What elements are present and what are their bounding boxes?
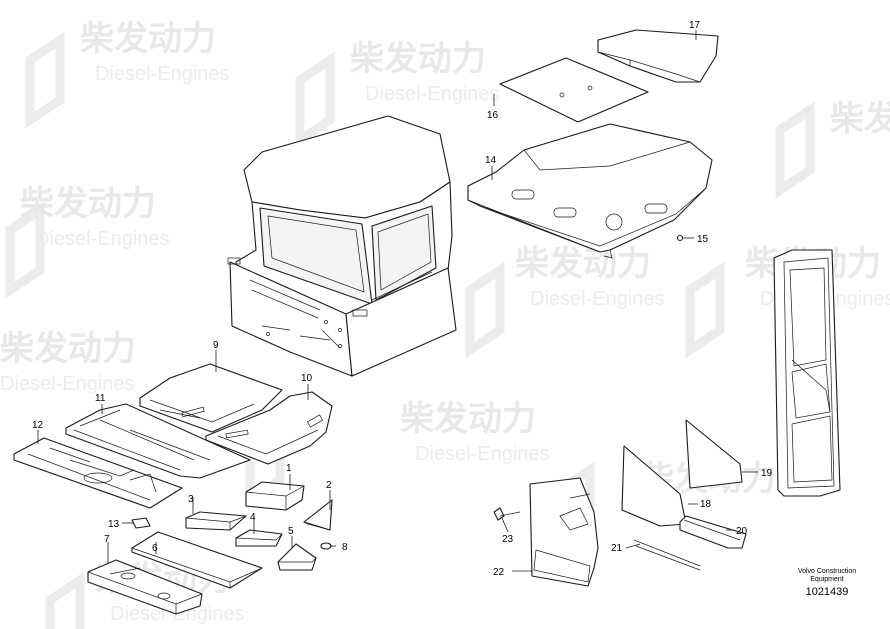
callout-15: 15 <box>697 234 709 245</box>
watermark-layer: 柴发动力 Diesel-Engines 柴发动力 Diesel-Engines … <box>0 20 890 629</box>
callout-13: 13 <box>108 519 120 530</box>
part-9-floor-mat <box>139 363 283 433</box>
callout-5: 5 <box>288 526 294 537</box>
floor-mats <box>13 363 333 509</box>
door-frame-seal <box>773 249 841 497</box>
manufacturer-line-1: Volvo Construction <box>797 568 857 575</box>
part-17-roof-insulation <box>597 29 719 83</box>
callout-10: 10 <box>301 373 313 384</box>
cab-assembly <box>227 115 457 377</box>
part-7-floor-plate <box>87 559 203 615</box>
watermark-logo-icon <box>465 261 505 359</box>
callout-21: 21 <box>611 543 623 554</box>
part-15-screw <box>676 234 684 242</box>
part-18-panel <box>621 445 687 527</box>
callout-16: 16 <box>487 110 499 121</box>
part-2-triangle-pad <box>303 499 333 531</box>
part-8-clip <box>320 542 332 550</box>
watermark-logo-icon <box>775 101 815 199</box>
watermark-logo-icon <box>45 571 85 629</box>
part-6-board <box>131 531 263 589</box>
part-1-insulation-block <box>245 481 305 511</box>
side-panels <box>493 419 747 587</box>
callout-4: 4 <box>250 512 256 523</box>
callout-labels: 1 2 3 4 5 6 7 8 9 10 11 12 13 14 15 16 1… <box>32 20 773 578</box>
watermark-8: 柴发动力 Diesel-Engines <box>0 330 136 395</box>
watermark-logo-icon <box>5 201 45 299</box>
watermark-1: 柴发动力 Diesel-Engines <box>25 20 230 129</box>
part-10-floor-mat <box>205 391 333 465</box>
watermark-subtext: Diesel-Engines <box>0 373 135 395</box>
watermark-brand: 柴发动力 <box>0 330 136 368</box>
part-4-pad <box>235 529 283 547</box>
part-19-panel <box>685 419 743 489</box>
part-20-strip <box>679 515 747 549</box>
callout-9: 9 <box>213 340 219 351</box>
watermark-subtext: Diesel-Engines <box>530 288 665 310</box>
callout-14: 14 <box>485 155 497 166</box>
callout-3: 3 <box>188 494 194 505</box>
watermark-brand: 柴发动力 <box>350 40 486 78</box>
manufacturer-line-2: Equipment <box>810 576 844 583</box>
watermark-2: 柴发动力 Diesel-Engines <box>295 40 500 149</box>
watermark-brand: 柴发动力 <box>400 400 536 438</box>
part-5-pad <box>277 543 317 571</box>
callout-23: 23 <box>502 534 514 545</box>
callout-8: 8 <box>342 542 348 553</box>
part-13-clip <box>131 517 151 529</box>
watermark-logo-icon <box>25 31 65 129</box>
callout-12: 12 <box>32 420 44 431</box>
part-23-bolt <box>493 507 505 521</box>
watermark-logo-icon <box>295 51 335 149</box>
callout-22: 22 <box>493 567 505 578</box>
watermark-subtext: Diesel-Engines <box>35 228 170 250</box>
watermark-brand: 柴发动力 <box>20 185 156 223</box>
roof-panels <box>467 29 719 259</box>
part-11-floor-mat <box>65 403 251 479</box>
watermark-logo-icon <box>685 261 725 359</box>
callout-18: 18 <box>700 499 712 510</box>
callout-19: 19 <box>761 468 773 479</box>
callout-11: 11 <box>95 393 106 404</box>
cab-lower-side <box>345 267 457 377</box>
watermark-subtext: Diesel-Engines <box>365 83 500 105</box>
part-16-roof-mat <box>499 57 649 123</box>
watermark-subtext: Diesel-Engines <box>95 63 230 85</box>
callout-7: 7 <box>104 534 110 545</box>
drawing-number: 1021439 <box>805 586 849 598</box>
part-22-door-panel <box>529 477 599 587</box>
watermark-subtext: Diesel-Engines <box>415 443 550 465</box>
cab-side-window <box>371 205 437 301</box>
watermark-6: 柴发动力 <box>775 100 890 199</box>
manufacturer-label: Volvo Construction Equipment <box>782 568 872 584</box>
watermark-brand: 柴发动力 <box>515 245 651 283</box>
callout-1: 1 <box>286 463 292 474</box>
cab-lower-body <box>229 261 353 377</box>
part-14-roof-liner <box>467 123 713 253</box>
callout-20: 20 <box>736 526 748 537</box>
small-parts <box>87 481 333 615</box>
watermark-4: 柴发动力 Diesel-Engines <box>465 245 665 359</box>
leader-lines <box>37 30 758 572</box>
watermark-brand: 柴发动力 <box>830 100 890 138</box>
callout-2: 2 <box>326 480 332 491</box>
part-21-rod <box>633 539 701 567</box>
watermark-brand: 柴发动力 <box>80 20 216 58</box>
callout-17: 17 <box>689 20 701 31</box>
watermark-3: 柴发动力 Diesel-Engines <box>5 185 170 299</box>
callout-6: 6 <box>152 543 158 554</box>
